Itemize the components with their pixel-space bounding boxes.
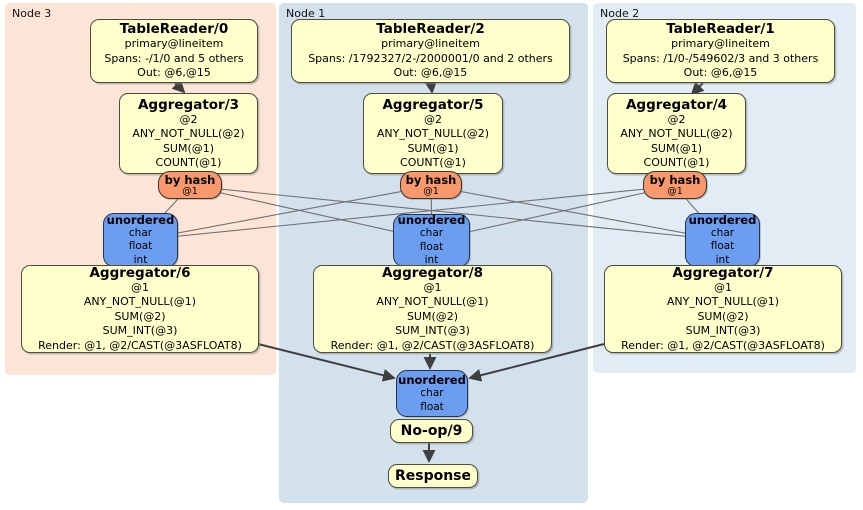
tablereader0-spans: Spans: -/1/0 and 5 others (104, 51, 244, 65)
aggregator8-line: SUM(@2) (406, 309, 459, 323)
aggregator5-line: ANY_NOT_NULL(@2) (376, 127, 490, 140)
sync-type: float (128, 240, 153, 253)
tablereader2-title: TableReader/2 (376, 21, 485, 38)
aggregator8-line: ANY_NOT_NULL(@1) (376, 295, 489, 309)
unordered-sync-left-title: unordered (106, 212, 175, 227)
aggregator4-line: COUNT(@1) (643, 156, 710, 169)
aggregator3-line: SUM(@1) (162, 141, 215, 155)
hash-router-center-detail: @1 (423, 185, 439, 197)
tablereader1-spans: Spans: /1/0-/549602/3 and 3 others (622, 51, 819, 65)
tablereader2-index: primary@lineitem (381, 37, 480, 51)
final-unordered-sync: unordered char float (396, 370, 468, 417)
response-title: Response (394, 467, 472, 484)
aggregator6-line: @1 (131, 280, 149, 294)
sync-type: char (420, 387, 444, 399)
aggregator3-title: Aggregator/3 (137, 96, 240, 113)
noop-box: No-op/9 (390, 419, 473, 443)
hash-router-left-title: by hash (164, 172, 216, 187)
aggregator5-line: COUNT(@1) (400, 156, 466, 169)
tablereader1-box: TableReader/1 primary@lineitem Spans: /1… (606, 19, 835, 83)
sync-type: float (419, 240, 444, 253)
hash-router-left: by hash @1 (158, 171, 222, 199)
aggregator6-line: SUM(@2) (114, 309, 166, 323)
aggregator5-box: Aggregator/5 @2 ANY_NOT_NULL(@2) SUM(@1)… (363, 93, 503, 174)
tablereader2-spans: Spans: /1792327/2-/2000001/0 and 2 other… (308, 51, 553, 65)
aggregator4-line: SUM(@1) (650, 141, 703, 155)
hash-router-right: by hash @1 (643, 171, 707, 199)
node3-region-label: Node 3 (12, 7, 52, 20)
hash-router-left-detail: @1 (182, 185, 198, 197)
aggregator7-line: Render: @1, @2/CAST(@3ASFLOAT8) (621, 338, 825, 352)
aggregator4-title: Aggregator/4 (625, 96, 728, 113)
aggregator7-line: SUM(@2) (697, 309, 749, 323)
aggregator7-line: ANY_NOT_NULL(@1) (666, 295, 780, 309)
aggregator7-title: Aggregator/7 (672, 264, 774, 281)
aggregator5-line: @2 (424, 112, 442, 126)
unordered-sync-center-title: unordered (397, 213, 466, 228)
aggregator6-line: ANY_NOT_NULL(@1) (83, 295, 197, 309)
sync-type: float (420, 400, 444, 413)
aggregator4-box: Aggregator/4 @2 ANY_NOT_NULL(@2) SUM(@1)… (607, 93, 746, 174)
tablereader1-title: TableReader/1 (666, 21, 775, 38)
hash-router-center-title: by hash (405, 172, 457, 187)
tablereader0-index: primary@lineitem (124, 37, 224, 51)
aggregator5-title: Aggregator/5 (382, 96, 484, 113)
aggregator6-line: SUM_INT(@3) (102, 324, 178, 338)
tablereader2-out: Out: @6,@15 (393, 66, 468, 80)
hash-router-center: by hash @1 (400, 171, 462, 199)
aggregator4-line: @2 (667, 112, 686, 126)
tablereader0-out: Out: @6,@15 (137, 66, 211, 80)
aggregator6-line: Render: @1, @2/CAST(@3ASFLOAT8) (38, 338, 242, 352)
node2-region-label: Node 2 (600, 7, 640, 20)
final-unordered-sync-title: unordered (398, 373, 466, 387)
sync-type: char (128, 226, 153, 239)
aggregator8-box: Aggregator/8 @1 ANY_NOT_NULL(@1) SUM(@2)… (313, 265, 552, 353)
sync-type: char (419, 227, 444, 240)
unordered-sync-right-title: unordered (688, 212, 757, 227)
aggregator4-line: ANY_NOT_NULL(@2) (620, 127, 733, 140)
aggregator7-line: SUM_INT(@3) (685, 324, 761, 338)
hash-router-right-title: by hash (649, 172, 701, 187)
aggregator3-line: COUNT(@1) (155, 156, 222, 169)
aggregator8-line: Render: @1, @2/CAST(@3ASFLOAT8) (330, 338, 535, 352)
aggregator6-title: Aggregator/6 (89, 264, 191, 281)
aggregator3-line: ANY_NOT_NULL(@2) (132, 127, 245, 140)
tablereader2-box: TableReader/2 primary@lineitem Spans: /1… (291, 19, 570, 83)
hash-router-right-detail: @1 (667, 185, 683, 197)
node1-region-label: Node 1 (286, 7, 326, 20)
aggregator8-title: Aggregator/8 (381, 264, 484, 281)
tablereader1-index: primary@lineitem (671, 37, 770, 51)
unordered-sync-left: unordered char float int (103, 213, 178, 267)
sync-type: char (710, 226, 735, 239)
aggregator8-line: SUM_INT(@3) (395, 324, 470, 338)
tablereader0-title: TableReader/0 (119, 21, 229, 38)
tablereader0-box: TableReader/0 primary@lineitem Spans: -/… (90, 19, 258, 83)
response-box: Response (388, 464, 478, 488)
unordered-sync-right: unordered char float int (685, 213, 760, 267)
sync-type: int (715, 253, 730, 266)
aggregator6-box: Aggregator/6 @1 ANY_NOT_NULL(@1) SUM(@2)… (21, 265, 259, 353)
noop-title: No-op/9 (400, 422, 463, 439)
sync-type: int (133, 253, 148, 266)
tablereader1-out: Out: @6,@15 (683, 66, 758, 80)
aggregator5-line: SUM(@1) (407, 141, 459, 155)
aggregator3-box: Aggregator/3 @2 ANY_NOT_NULL(@2) SUM(@1)… (119, 93, 258, 174)
aggregator7-box: Aggregator/7 @1 ANY_NOT_NULL(@1) SUM(@2)… (604, 265, 842, 353)
aggregator7-line: @1 (714, 280, 732, 294)
sync-type: float (710, 240, 735, 253)
sync-type: int (424, 254, 439, 267)
aggregator8-line: @1 (423, 280, 442, 294)
aggregator3-line: @2 (179, 112, 198, 126)
unordered-sync-center: unordered char float int (393, 213, 470, 267)
